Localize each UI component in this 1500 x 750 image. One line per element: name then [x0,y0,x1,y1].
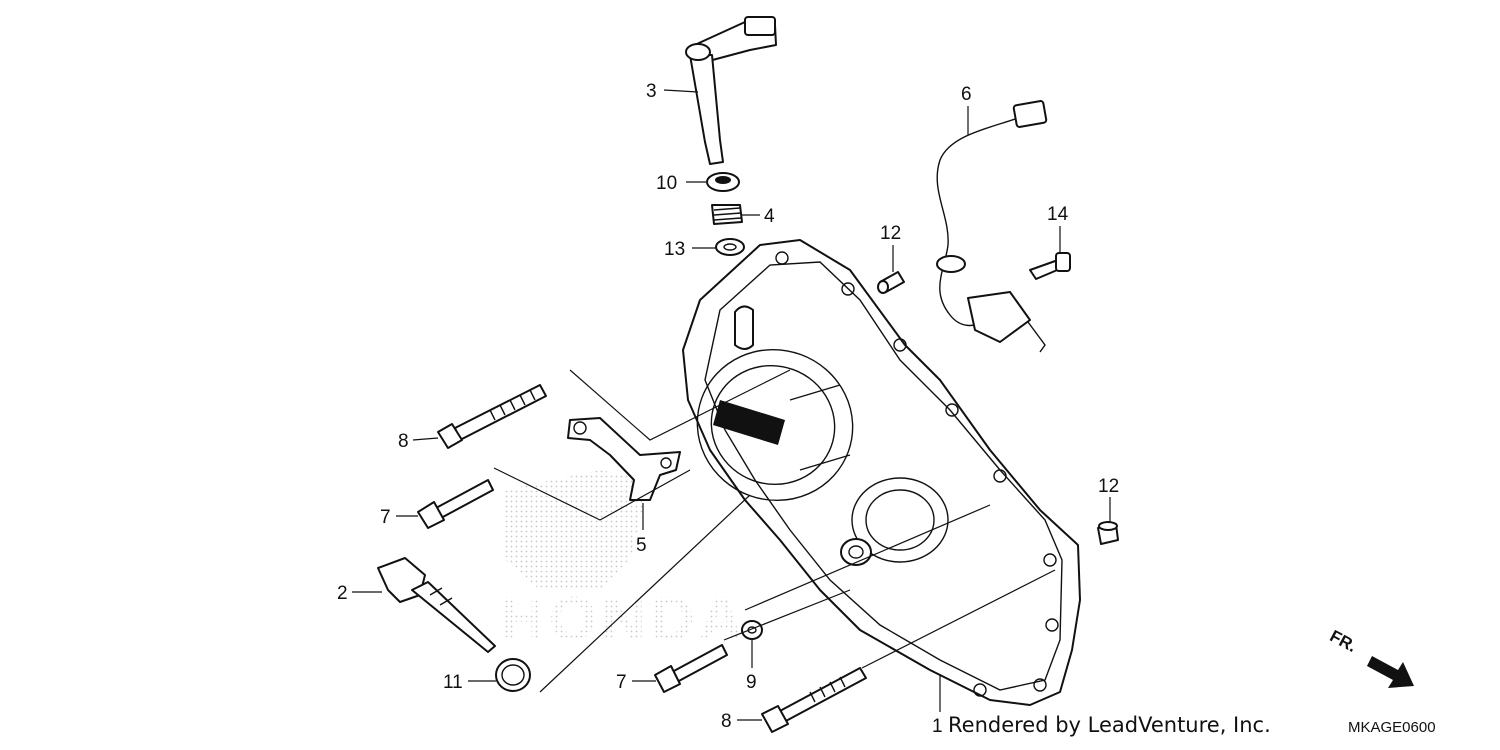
dowel-pin-part-upper[interactable] [877,271,905,294]
front-direction-arrow: FR. [1327,626,1414,688]
callout-leaders [352,89,1111,721]
o-ring-part[interactable] [495,658,531,692]
diagram-code: MKAGE0600 [1348,719,1436,736]
credit-text: Rendered by LeadVenture, Inc. [948,713,1271,737]
bolt-part-7-lower[interactable] [654,644,728,693]
callout-6[interactable]: 6 [961,84,972,105]
oil-seal-part[interactable] [706,172,740,192]
crankcase-cover-part[interactable] [676,239,1081,706]
watermark-logo: HONDA [500,470,747,654]
bolt-part-8-upper[interactable] [437,384,547,449]
bracket-part[interactable] [567,417,681,501]
callout-2[interactable]: 2 [337,583,348,604]
callout-11[interactable]: 11 [443,672,463,693]
callout-8-lower[interactable]: 8 [721,711,732,732]
bolt-part-14[interactable] [1029,252,1071,280]
callout-4[interactable]: 4 [764,206,775,227]
spring-part[interactable] [711,204,743,225]
shaft-arm-part[interactable] [685,16,777,165]
callout-14[interactable]: 14 [1047,204,1069,225]
callout-5[interactable]: 5 [636,535,647,556]
callout-1[interactable]: 1 [932,716,943,737]
callout-9[interactable]: 9 [746,672,757,693]
dowel-pin-part-lower[interactable] [1097,521,1119,545]
front-label: FR. [1327,626,1360,656]
callout-10[interactable]: 10 [656,173,677,194]
watermark-text: HONDA [500,585,747,654]
washer-part-13[interactable] [715,238,745,256]
bolt-part-7-upper[interactable] [417,479,494,529]
callout-12-upper[interactable]: 12 [880,223,901,244]
washer-part-9[interactable] [741,620,763,640]
sensor-harness-part[interactable] [936,100,1048,353]
callout-3[interactable]: 3 [646,81,657,102]
callout-7-upper[interactable]: 7 [380,507,391,528]
dipstick-part[interactable] [377,557,496,653]
callout-13[interactable]: 13 [664,239,685,260]
callout-7-lower[interactable]: 7 [616,672,627,693]
callout-12-lower[interactable]: 12 [1098,476,1119,497]
callout-labels: 3 10 4 13 6 14 12 12 8 7 5 2 11 7 9 8 1 [337,81,1119,737]
callout-8-upper[interactable]: 8 [398,431,409,452]
bolt-part-8-lower[interactable] [761,667,867,733]
assembly-lines [493,369,1056,693]
